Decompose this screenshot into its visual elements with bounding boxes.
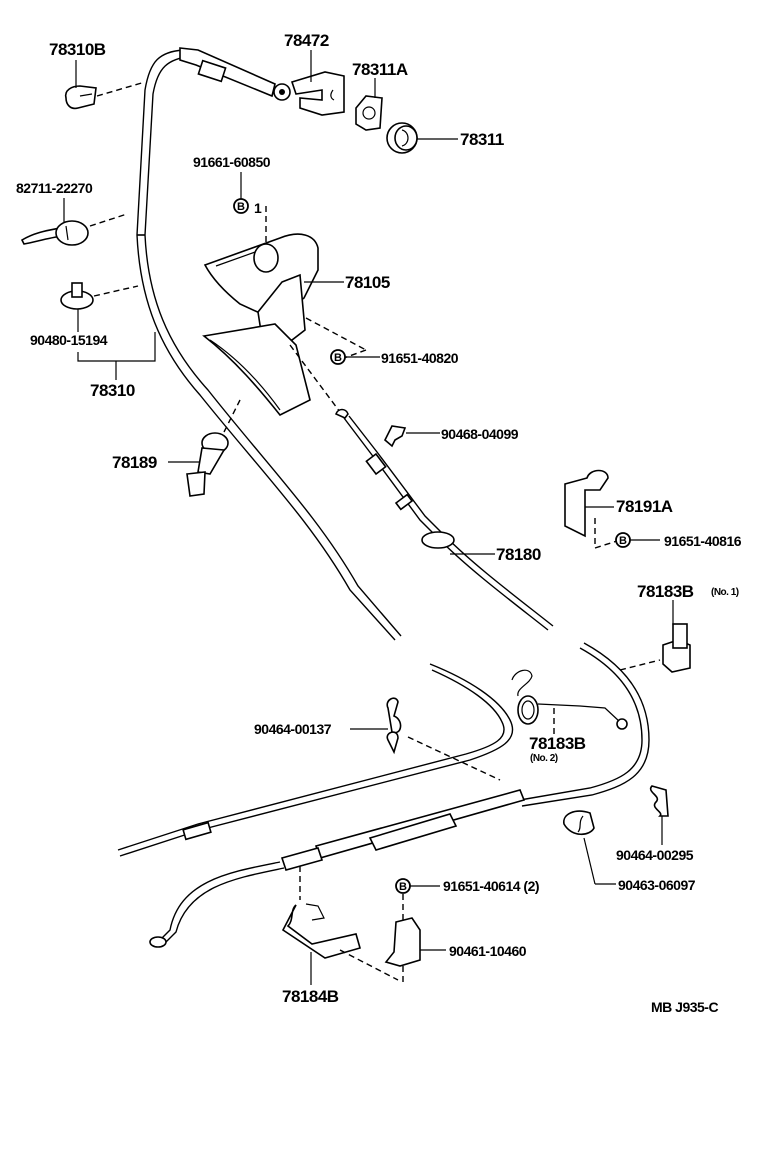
cable-middle[interactable] (117, 663, 514, 857)
label-78183B-no2-note: (No. 2) (530, 753, 558, 764)
label-90464-00137[interactable]: 90464-00137 (254, 721, 332, 737)
label-78183B-no1-note: (No. 1) (711, 587, 739, 598)
spring-78183B-no2[interactable] (511, 669, 628, 734)
bolt-91651-40816[interactable]: B (615, 532, 660, 548)
label-90468-04099[interactable]: 90468-04099 (441, 426, 519, 442)
bolt-91651-40614[interactable]: B (395, 878, 440, 920)
bolt-91651-40820[interactable]: B (330, 349, 380, 365)
clip-90468-04099[interactable] (384, 425, 440, 448)
label-90461-10460[interactable]: 90461-10460 (449, 943, 527, 959)
label-78183B-no1[interactable]: 78183B (637, 582, 694, 601)
nut-78311A[interactable] (355, 95, 383, 131)
svg-text:B: B (619, 535, 627, 547)
svg-text:B: B (399, 881, 407, 893)
label-78184B[interactable]: 78184B (282, 987, 339, 1006)
bracket-90461-10460[interactable] (384, 917, 446, 985)
grommet-78311[interactable] (386, 122, 418, 154)
label-91651-40614[interactable]: 91651-40614 (2) (443, 878, 540, 894)
clip-90480-15194[interactable] (60, 282, 139, 310)
leader-lines (63, 50, 458, 380)
label-78310[interactable]: 78310 (90, 381, 135, 400)
label-78191A[interactable]: 78191A (616, 497, 673, 516)
clip-90463-06097[interactable] (563, 810, 616, 885)
lever-78105[interactable] (202, 233, 367, 417)
cable-tie-82711-22270[interactable] (20, 213, 128, 246)
label-78105[interactable]: 78105 (345, 273, 390, 292)
cable-right[interactable] (519, 642, 650, 807)
label-90464-00295[interactable]: 90464-00295 (616, 847, 694, 863)
label-78311A[interactable]: 78311A (352, 60, 408, 79)
svg-text:B: B (334, 352, 342, 364)
label-90480-15194[interactable]: 90480-15194 (30, 332, 108, 348)
bracket-78191A[interactable] (564, 469, 618, 549)
cable-78310[interactable] (136, 49, 402, 641)
footer-code: MB J935-C (651, 999, 719, 1015)
bolt-qty-note: 1 (254, 200, 262, 216)
label-78189[interactable]: 78189 (112, 453, 157, 472)
cable-lower[interactable] (149, 789, 526, 948)
stopper-78189[interactable] (168, 399, 241, 497)
label-82711-22270[interactable]: 82711-22270 (16, 180, 93, 196)
label-78472[interactable]: 78472 (284, 31, 329, 50)
cable-end-78472[interactable] (179, 47, 345, 116)
label-91661-60850[interactable]: 91661-60850 (193, 154, 271, 170)
label-91651-40816[interactable]: 91651-40816 (664, 533, 742, 549)
label-78310B[interactable]: 78310B (49, 40, 106, 59)
clip-90464-00295[interactable] (649, 785, 669, 845)
label-78180[interactable]: 78180 (496, 545, 541, 564)
label-90463-06097[interactable]: 90463-06097 (618, 877, 696, 893)
bracket-78184B[interactable] (281, 866, 399, 985)
label-91651-40820[interactable]: 91651-40820 (381, 350, 459, 366)
clip-78183B-no1[interactable] (619, 600, 691, 673)
clip-90464-00137[interactable] (350, 697, 501, 781)
cable-78180[interactable] (289, 344, 554, 631)
bolt-symbol: B (237, 201, 245, 213)
label-78311[interactable]: 78311 (460, 130, 504, 149)
clip-78310B[interactable] (64, 81, 146, 110)
label-78183B-no2[interactable]: 78183B (529, 734, 586, 753)
